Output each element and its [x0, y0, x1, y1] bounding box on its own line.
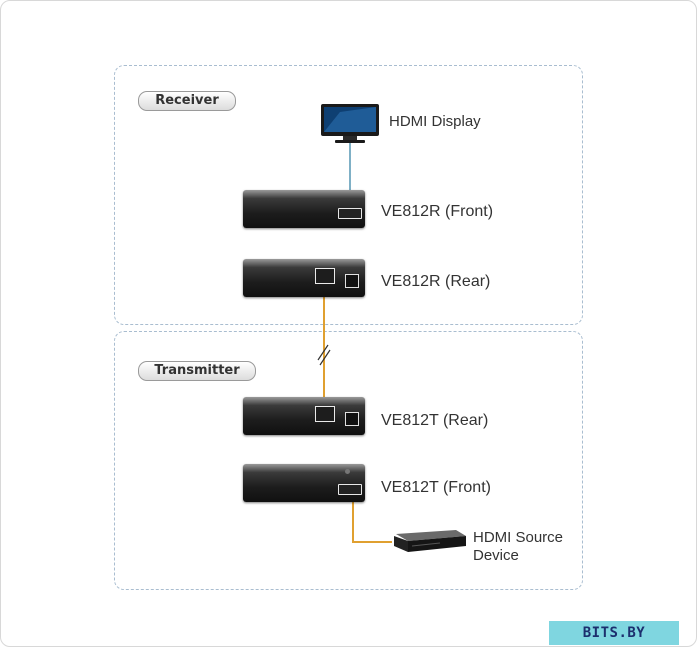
ve812r-front-label: VE812R (Front)	[381, 203, 494, 220]
receiver-label: Receiver	[138, 91, 236, 111]
ve812t-front-label: VE812T (Front)	[381, 479, 491, 496]
hdmi-port-icon	[338, 208, 362, 219]
hdmi-display-icon	[321, 104, 379, 143]
power-port-icon	[345, 412, 359, 426]
power-port-icon	[345, 274, 359, 288]
ve812t-rear-unit	[243, 397, 365, 435]
hdmi-source-label-line1: HDMI Source	[473, 529, 564, 546]
led-indicator-icon	[345, 469, 350, 474]
ve812r-rear-unit	[243, 259, 365, 297]
receiver-group	[114, 65, 583, 325]
ve812t-front-unit	[243, 464, 365, 502]
watermark-badge: BITS.BY	[549, 621, 679, 645]
transmitter-group	[114, 331, 583, 590]
transmitter-label: Transmitter	[138, 361, 256, 381]
hdmi-source-device-icon	[394, 530, 466, 552]
cable-break-mark-1	[317, 344, 329, 361]
rj45-port-icon	[315, 406, 335, 422]
hdmi-source-label: HDMI Source Device	[473, 529, 563, 565]
ve812r-rear-label: VE812R (Rear)	[381, 273, 491, 290]
rj45-port-icon	[315, 268, 335, 284]
hdmi-display-label: HDMI Display	[389, 113, 481, 130]
cable-break-mark-2	[319, 349, 331, 366]
hdmi-source-label-line2: Device	[473, 547, 519, 564]
hdmi-port-icon	[338, 484, 362, 495]
hdmi-source-cable	[352, 495, 392, 543]
ve812r-front-unit	[243, 190, 365, 228]
ve812t-rear-label: VE812T (Rear)	[381, 412, 489, 429]
